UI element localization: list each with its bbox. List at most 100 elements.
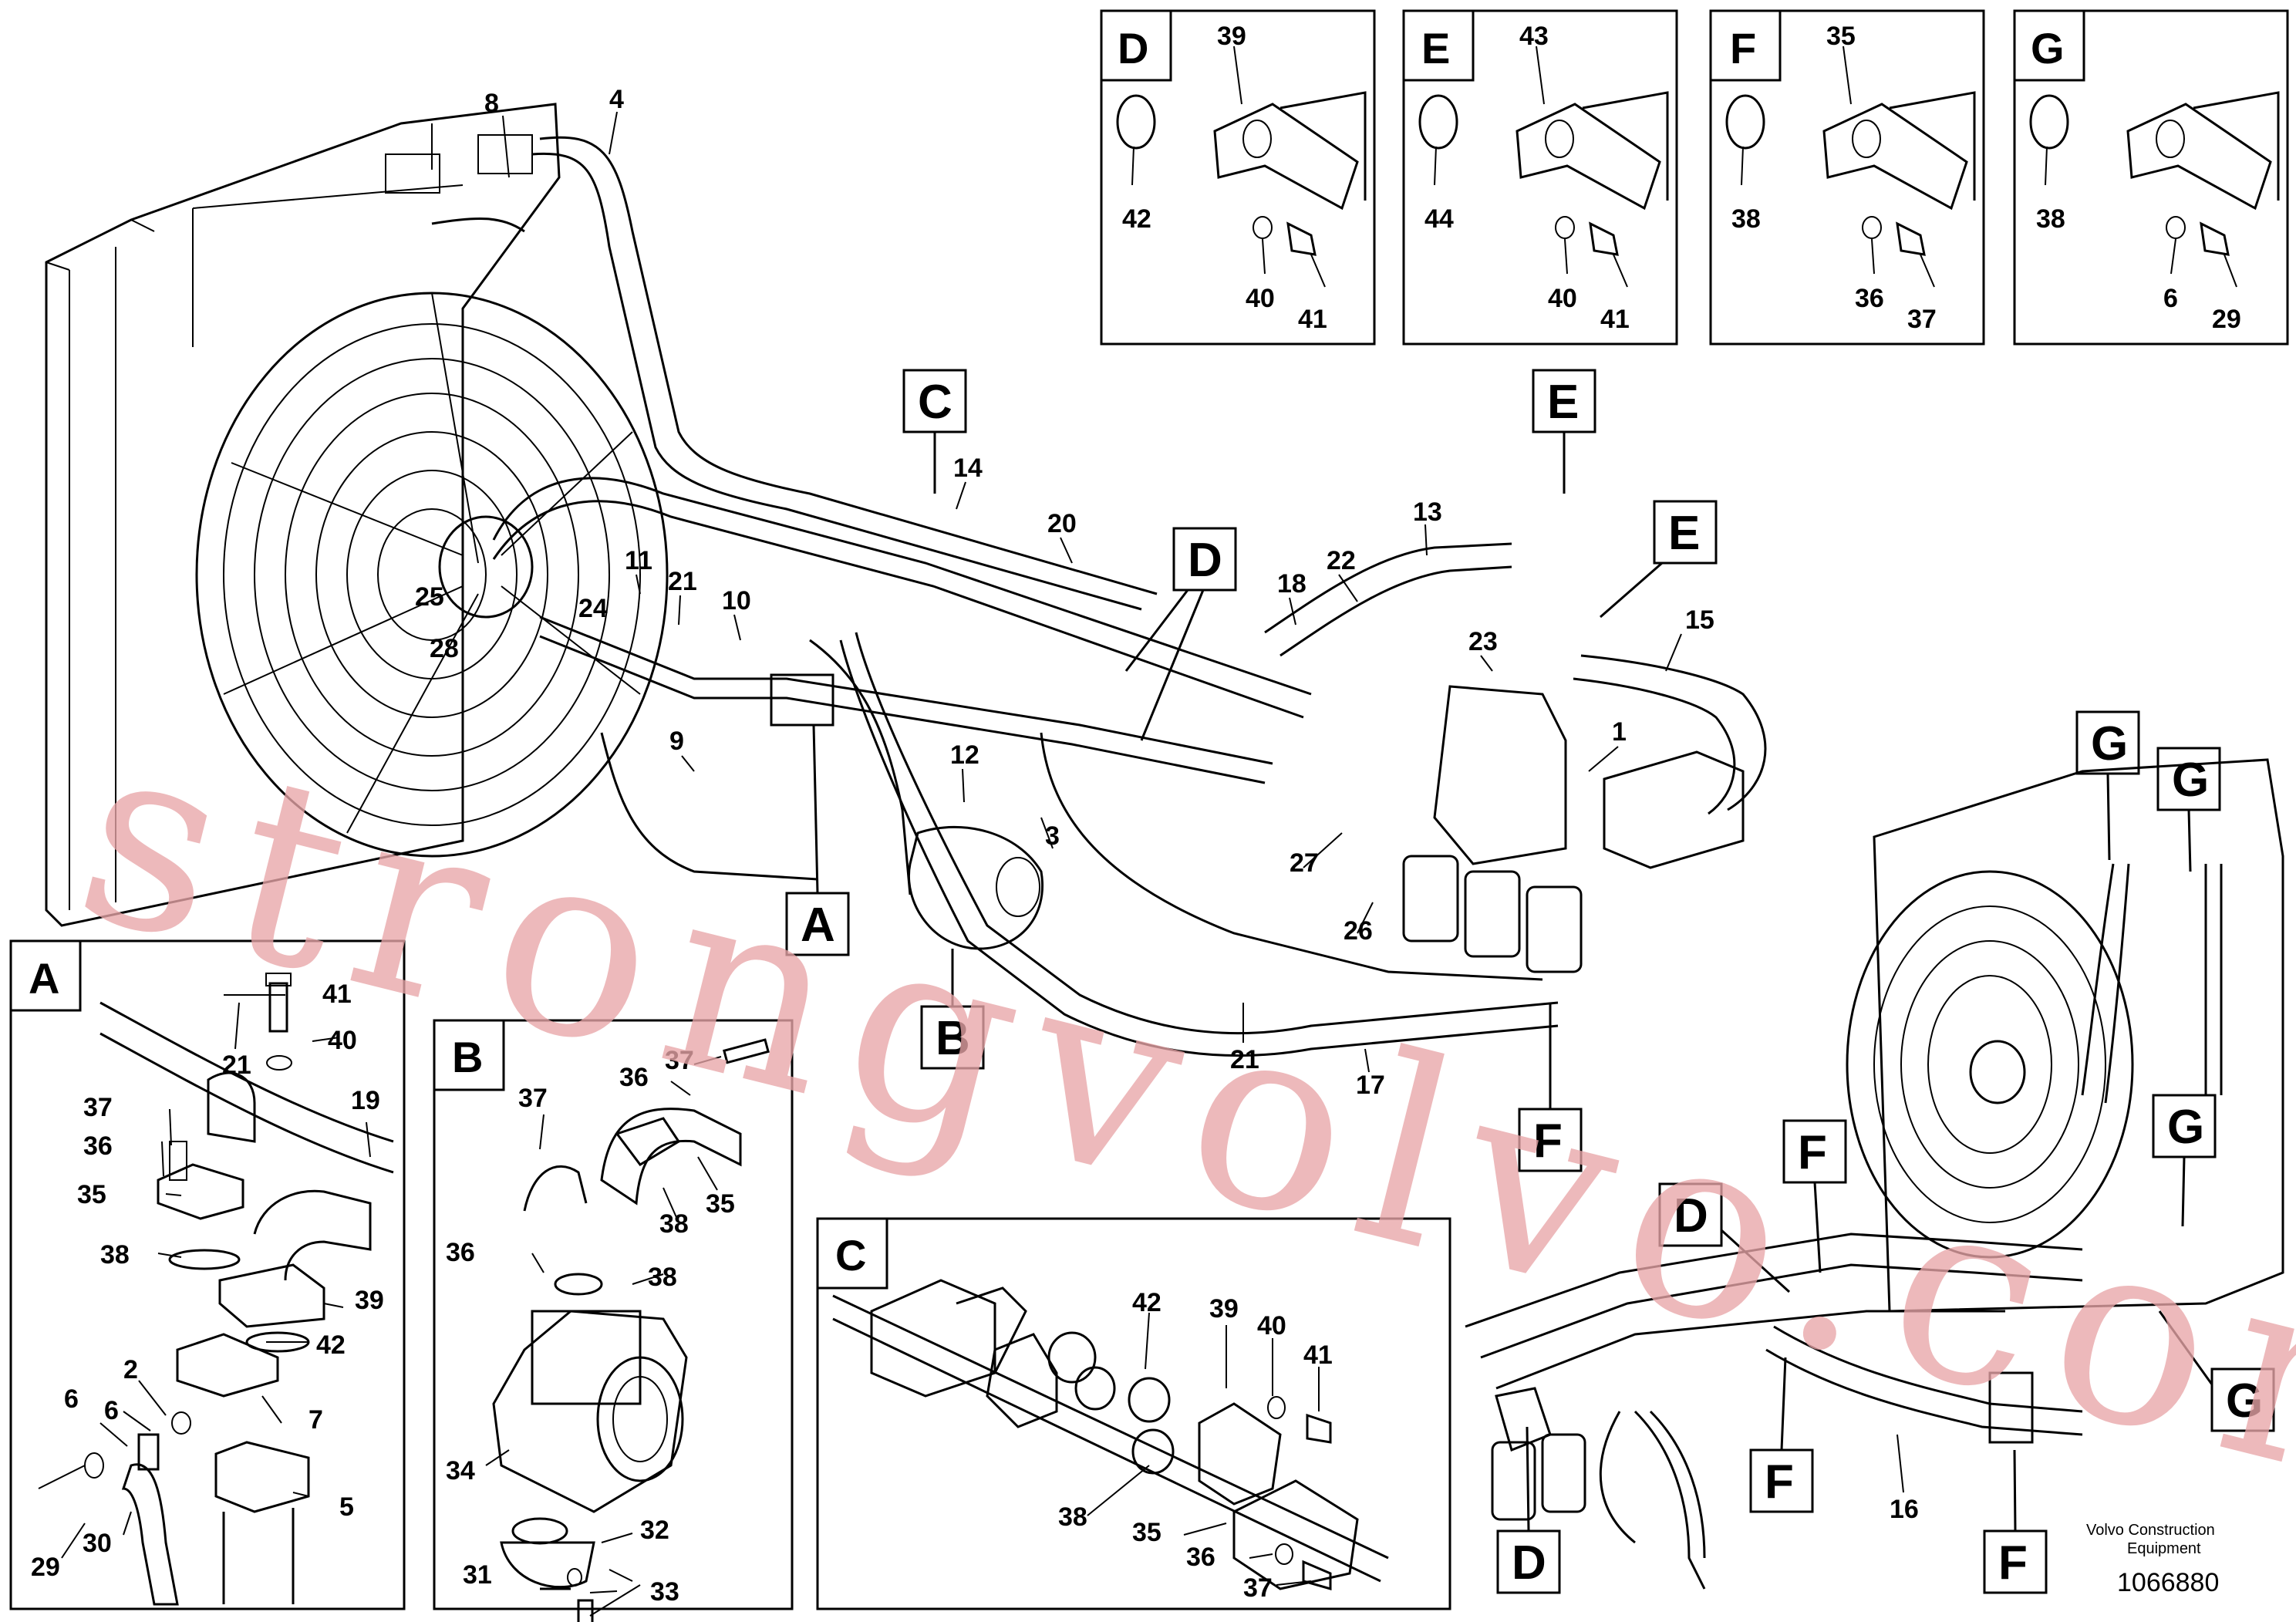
marker-G-2: G [2156,747,2221,872]
svg-text:39: 39 [1217,22,1246,51]
svg-text:C: C [918,376,952,429]
svg-text:37: 37 [665,1046,694,1075]
svg-text:19: 19 [351,1086,380,1115]
hoses-main [431,136,1767,1057]
svg-text:F: F [1765,1455,1794,1509]
svg-text:D: D [1118,24,1148,73]
svg-text:33: 33 [650,1577,679,1607]
main-callouts: 8 4 14 20 13 22 18 15 11 21 10 24 25 28 … [415,85,1714,1100]
svg-text:C: C [835,1231,866,1280]
svg-text:43: 43 [1519,22,1549,51]
svg-text:35: 35 [77,1180,106,1209]
right-view-markers: G G G G D F F [1496,710,2275,1594]
svg-text:6: 6 [2163,284,2178,313]
panel-C: C 42 39 40 41 38 35 36 37 [816,1217,1451,1610]
marker-D-right-bottom: D [1496,1426,1561,1594]
marker-E-right: E [1600,500,1718,619]
svg-text:30: 30 [83,1529,112,1558]
callout-4: 4 [609,85,624,114]
callout-24: 24 [578,594,608,623]
svg-text:38: 38 [2036,204,2065,234]
svg-text:E: E [1547,376,1579,429]
callout-10: 10 [722,586,751,615]
svg-text:D: D [1188,534,1222,587]
svg-text:6: 6 [104,1396,119,1425]
svg-text:B: B [936,1012,970,1065]
right-overview [1465,758,2284,1590]
watermark: strongvolvo.com [55,681,2296,1566]
svg-text:35: 35 [1826,22,1856,51]
svg-text:40: 40 [1548,284,1577,313]
svg-text:21: 21 [222,1050,251,1080]
svg-text:36: 36 [446,1238,475,1267]
svg-text:5: 5 [339,1492,354,1522]
hydraulic-pump [770,673,1043,950]
callout-21b: 21 [1230,1045,1259,1074]
svg-text:G: G [2172,754,2209,807]
company-line-1: Volvo Construction [2086,1522,2215,1539]
marker-G-4: G [2158,1310,2275,1432]
svg-text:B: B [452,1033,483,1081]
svg-text:35: 35 [1132,1518,1161,1547]
marker-E-top: E [1532,369,1596,494]
svg-text:42: 42 [1122,204,1151,234]
panel-A: A 41 40 21 19 37 36 35 38 39 42 2 6 6 7 [9,939,406,1610]
svg-text:G: G [2091,717,2128,771]
callout-11: 11 [625,546,652,575]
marker-B: B [920,949,985,1070]
marker-D-right-top: D [1658,1182,1791,1293]
svg-text:40: 40 [1257,1311,1286,1340]
drawing-number: 1066880 [2117,1568,2219,1597]
marker-F-right-mid: F [1749,1357,1814,1513]
svg-text:37: 37 [1243,1573,1273,1603]
svg-text:38: 38 [1731,204,1761,234]
svg-text:40: 40 [1246,284,1275,313]
callout-27: 27 [1290,848,1319,878]
svg-text:41: 41 [1600,305,1630,334]
callout-12: 12 [950,740,979,770]
svg-text:F: F [1798,1126,1827,1179]
svg-text:41: 41 [1298,305,1327,334]
svg-text:G: G [2031,24,2065,73]
svg-text:D: D [1512,1536,1546,1590]
callout-3: 3 [1045,821,1060,851]
svg-text:E: E [1668,507,1700,560]
marker-G-1: G [2075,710,2140,861]
svg-text:42: 42 [1132,1288,1161,1317]
svg-text:36: 36 [83,1131,113,1161]
svg-text:34: 34 [446,1456,475,1485]
marker-D: D [1124,527,1237,741]
svg-text:36: 36 [1186,1543,1215,1572]
marker-F: F [1518,1003,1583,1172]
callout-16: 16 [1890,1495,1919,1524]
svg-text:D: D [1674,1189,1708,1243]
svg-text:42: 42 [316,1330,346,1360]
valve-block [1402,685,1745,973]
callout-1: 1 [1612,717,1627,747]
svg-text:F: F [1998,1536,2028,1590]
svg-text:40: 40 [328,1026,357,1055]
svg-text:39: 39 [355,1286,384,1315]
marker-G-3: G [2152,1094,2217,1227]
svg-text:F: F [1730,24,1756,73]
svg-text:2: 2 [123,1355,138,1384]
callout-25: 25 [415,582,444,612]
callout-17: 17 [1356,1071,1385,1100]
panel-D: D 39 42 40 41 [1100,9,1376,346]
svg-text:32: 32 [640,1516,669,1545]
svg-text:G: G [2167,1101,2204,1154]
callout-23: 23 [1468,627,1498,656]
svg-text:44: 44 [1424,204,1454,234]
svg-text:G: G [2226,1374,2263,1428]
callout-15: 15 [1685,605,1714,635]
svg-text:41: 41 [322,980,352,1009]
radiator-assembly [45,103,561,927]
svg-text:29: 29 [31,1553,60,1582]
company-line-2: Equipment [2127,1540,2201,1557]
svg-text:38: 38 [659,1209,689,1239]
svg-text:38: 38 [1058,1502,1087,1532]
callout-14: 14 [953,454,983,483]
svg-text:37: 37 [518,1084,548,1113]
svg-text:29: 29 [2212,305,2241,334]
